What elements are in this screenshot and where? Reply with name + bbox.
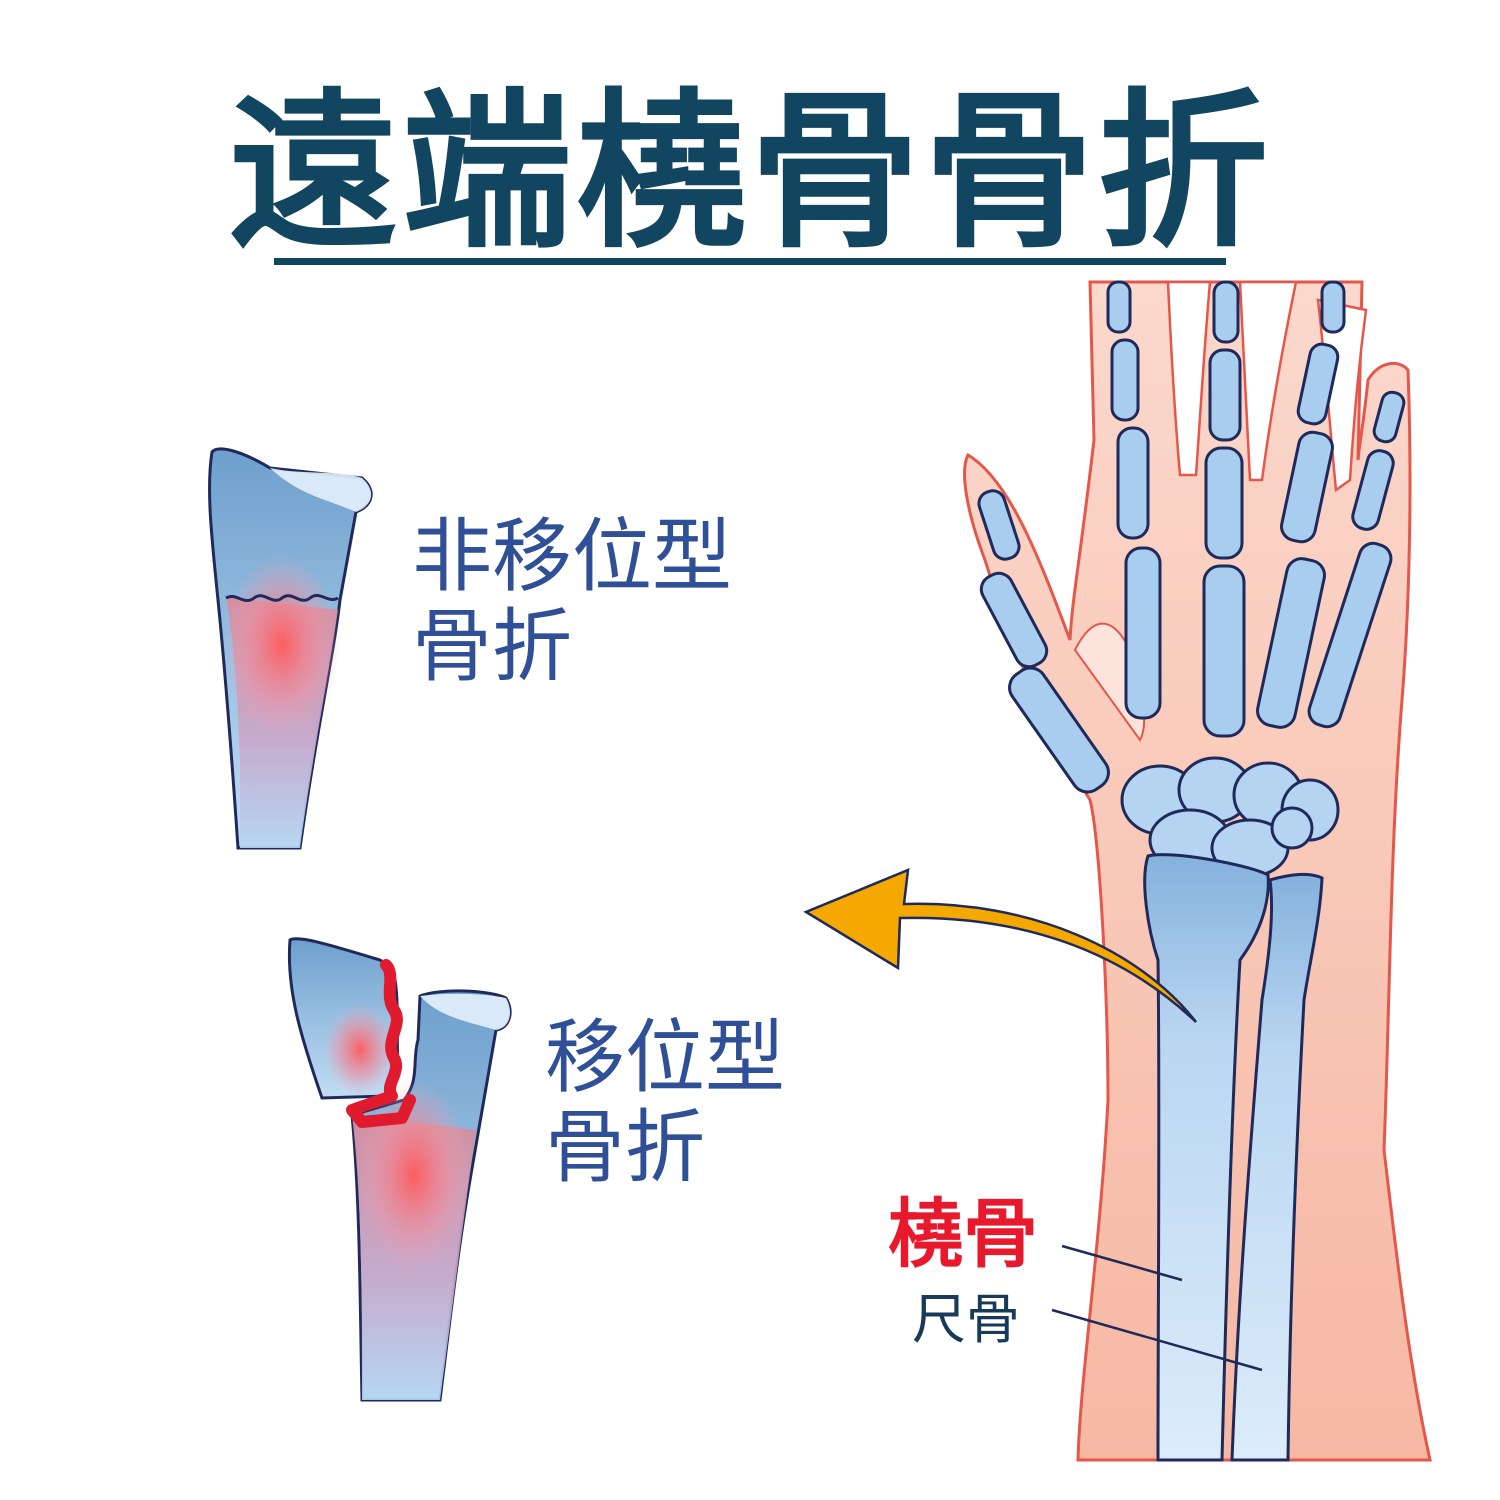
- displaced-label-line1: 移位型: [545, 1011, 785, 1104]
- displaced-fracture-bone: [287, 937, 512, 1402]
- radius-label: 橈骨: [888, 1190, 1039, 1278]
- page-title: 遠端橈骨骨折: [227, 74, 1272, 272]
- radius-leader-line: [1061, 1244, 1183, 1282]
- nondisplaced-fracture-label: 非移位型 骨折: [412, 512, 732, 691]
- fracture-line: [346, 959, 416, 1128]
- title-underline: [274, 258, 1226, 265]
- nondisplaced-fracture-bone: [208, 447, 373, 850]
- nondisplaced-label-line1: 非移位型: [412, 510, 732, 603]
- finger-bones: [977, 280, 1406, 794]
- nondisplaced-label-line2: 骨折: [412, 599, 572, 693]
- displaced-fracture-label: 移位型 骨折: [545, 1013, 785, 1192]
- forearm-radius-bone: [1143, 853, 1270, 1462]
- forearm-ulna-bone: [1230, 872, 1324, 1462]
- ulna-label: 尺骨: [912, 1288, 1020, 1351]
- fracture-line: [225, 593, 339, 603]
- ulna-leader-line: [1051, 1308, 1263, 1372]
- arrow-icon: [803, 868, 1197, 1023]
- displaced-label-line2: 骨折: [545, 1100, 705, 1194]
